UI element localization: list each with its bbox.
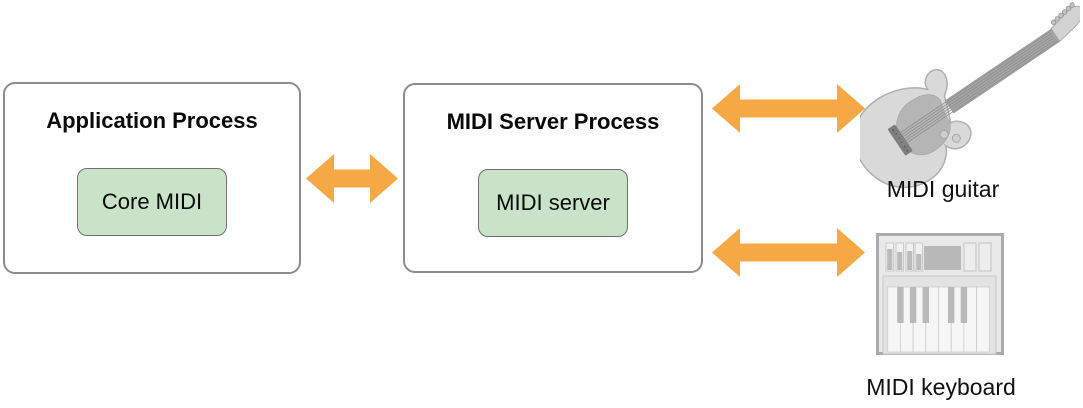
arrow-server-guitar-icon — [712, 84, 865, 133]
midi-keyboard-label: MIDI keyboard — [866, 374, 1016, 400]
application-process-box: Application Process Core MIDI — [3, 82, 301, 274]
midi-guitar-label: MIDI guitar — [886, 176, 1000, 202]
midi-server-component: MIDI server — [478, 169, 628, 237]
midi-server-process-box: MIDI Server Process MIDI server — [403, 83, 703, 273]
midi-server-label: MIDI server — [496, 190, 610, 215]
arrow-server-keyboard-icon — [712, 228, 865, 277]
midi-guitar-icon — [860, 2, 1080, 189]
midi-server-process-title: MIDI Server Process — [446, 109, 660, 134]
core-midi-label: Core MIDI — [101, 189, 203, 214]
application-process-title: Application Process — [46, 108, 258, 133]
arrow-app-server-icon — [306, 154, 398, 203]
midi-keyboard-icon — [876, 233, 1004, 355]
core-midi-component: Core MIDI — [77, 168, 227, 236]
